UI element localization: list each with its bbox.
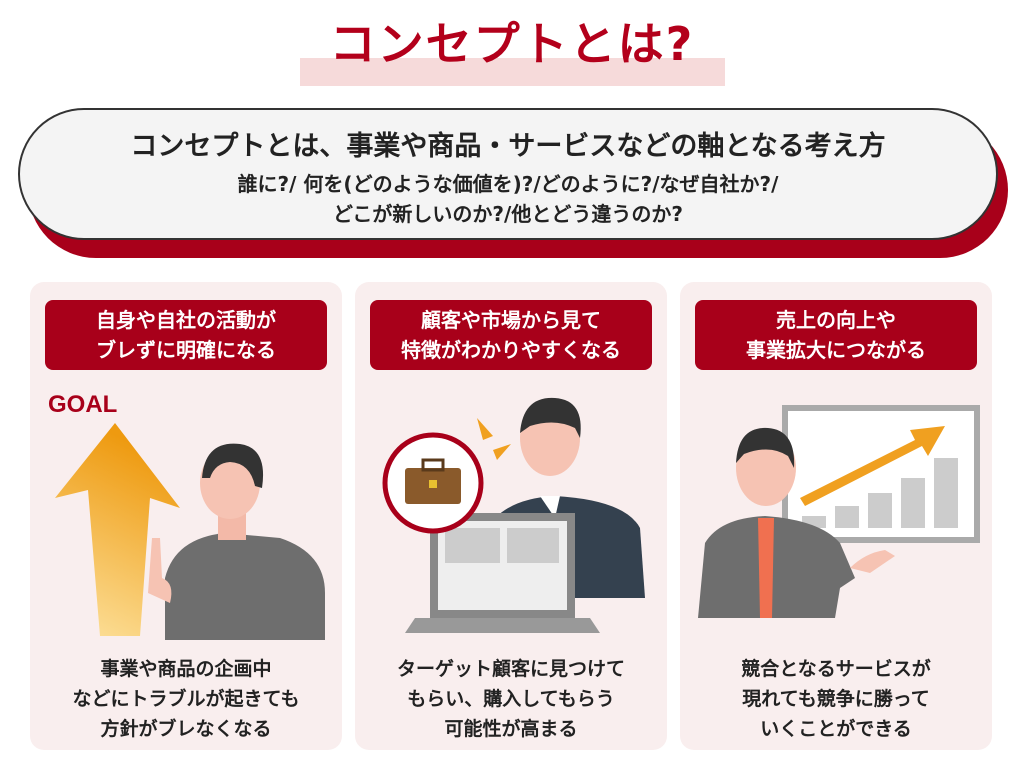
card-label: 自身や自社の活動が ブレずに明確になる [45,300,327,370]
card-label: 売上の向上や 事業拡大につながる [695,300,977,370]
definition-main: コンセプトとは、事業や商品・サービスなどの軸となる考え方 [130,131,886,162]
definition-box: コンセプトとは、事業や商品・サービスなどの軸となる考え方 誰に?/ 何を(どのよ… [18,108,998,240]
desc-line: 方針がブレなくなる [100,718,272,740]
card-description: 事業や商品の企画中 などにトラブルが起きても 方針がブレなくなる [30,654,342,744]
goal-text: GOAL [48,391,117,418]
up-arrow-icon [55,423,180,636]
pointing-hand [148,538,172,603]
title-area: コンセプトとは? [0,8,1024,86]
desc-line: などにトラブルが起きても [72,688,300,710]
title-underline [300,58,725,86]
card-description: ターゲット顧客に見つけて もらい、購入してもらう 可能性が高まる [355,654,667,744]
desc-line: いくことができる [760,718,912,740]
open-hand [850,550,895,573]
desc-line: 可能性が高まる [444,718,578,740]
label-line: 売上の向上や [776,308,896,332]
page-title: コンセプトとは? [329,17,695,71]
tie [758,518,774,618]
desc-line: もらい、購入してもらう [407,688,615,710]
label-line: ブレずに明確になる [96,338,276,362]
desc-line: ターゲット顧客に見つけて [396,658,625,680]
questions-line-1: 誰に?/ 何を(どのような価値を)?/どのように?/なぜ自社か?/ [237,172,779,196]
label-line: 自身や自社の活動が [96,308,276,332]
growth-arrow-icon [800,426,945,506]
goal-illustration: GOAL [48,391,325,640]
label-line: 特徴がわかりやすくなる [401,338,621,362]
definition-questions: 誰に?/ 何を(どのような価値を)?/どのように?/なぜ自社か?/ どこが新しい… [20,169,996,229]
person-body [165,533,325,640]
card-description: 競合となるサービスが 現れても競争に勝って いくことができる [680,654,992,744]
growth-illustration [698,405,980,618]
desc-line: 現れても競争に勝って [742,688,930,710]
questions-line-2: どこが新しいのか?/他とどう違うのか? [333,202,683,226]
customer-illustration [382,397,645,633]
card-clarity: 自身や自社の活動が ブレずに明確になる GOAL 事業や商品の企画中 などにトラ… [30,282,342,750]
label-line: 顧客や市場から見て [421,308,601,332]
person-body [698,516,855,618]
card-customer: 顧客や市場から見て 特徴がわかりやすくなる ターゲット顧客に見つけて もらい、購… [355,282,667,750]
label-line: 事業拡大につながる [746,338,926,362]
card-label: 顧客や市場から見て 特徴がわかりやすくなる [370,300,652,370]
card-growth: 売上の向上や 事業拡大につながる 競合となるサービスが 現れても競争に勝って い… [680,282,992,750]
desc-line: 競合となるサービスが [741,658,931,680]
desc-line: 事業や商品の企画中 [100,658,272,680]
laptop-base [405,618,600,633]
spark-icon [477,418,493,440]
